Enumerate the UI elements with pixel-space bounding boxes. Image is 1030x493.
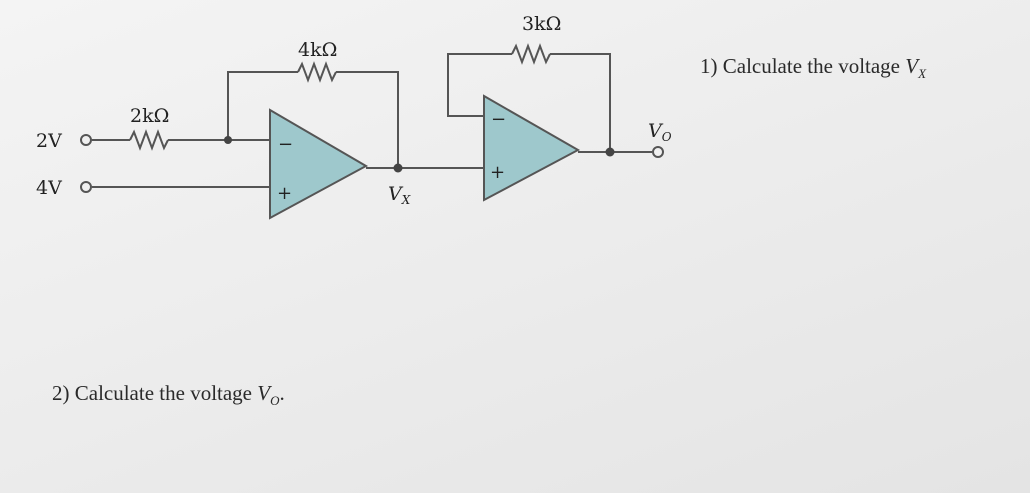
question-2: 2) Calculate the voltage VO.	[52, 381, 285, 409]
opamp-1	[269, 108, 369, 220]
opamp-2-minus: −	[491, 109, 506, 130]
label-vo: VO	[648, 120, 672, 144]
resistor-2k-symbol	[129, 129, 169, 151]
junction-vo	[605, 147, 615, 157]
question-1-var: V	[905, 54, 919, 78]
junction-node-a	[224, 136, 232, 144]
opamp-1-minus: −	[278, 134, 293, 155]
question-1-sub: X	[918, 66, 927, 82]
resistor-3k-symbol	[511, 43, 551, 65]
junction-vx	[393, 163, 403, 173]
question-1: 1) Calculate the voltage VX	[700, 54, 926, 82]
question-1-text: 1) Calculate the voltage	[700, 54, 906, 78]
label-vx: VX	[388, 183, 411, 207]
opamp-2-plus: +	[490, 162, 505, 183]
resistor-4k-symbol	[297, 61, 337, 83]
wire-feedback-1	[227, 71, 298, 140]
label-resistor-2k: 2kΩ	[130, 105, 169, 127]
terminal-4v	[80, 181, 92, 193]
question-2-sub: O	[270, 393, 280, 409]
question-2-var: V	[257, 381, 271, 405]
terminal-vo	[652, 146, 664, 158]
question-2-text: 2) Calculate the voltage	[52, 381, 258, 405]
label-resistor-4k: 4kΩ	[298, 39, 337, 61]
opamp-2	[483, 94, 581, 202]
label-4v: 4V	[36, 177, 62, 199]
label-resistor-3k: 3kΩ	[522, 13, 561, 35]
label-2v: 2V	[36, 130, 62, 152]
wire-feedback-2	[447, 53, 512, 117]
wire-feedback-1-right	[336, 71, 399, 168]
opamp-1-plus: +	[277, 183, 292, 204]
question-2-end: .	[279, 381, 285, 405]
terminal-2v	[80, 134, 92, 146]
wire-feedback-2-right	[550, 53, 611, 152]
